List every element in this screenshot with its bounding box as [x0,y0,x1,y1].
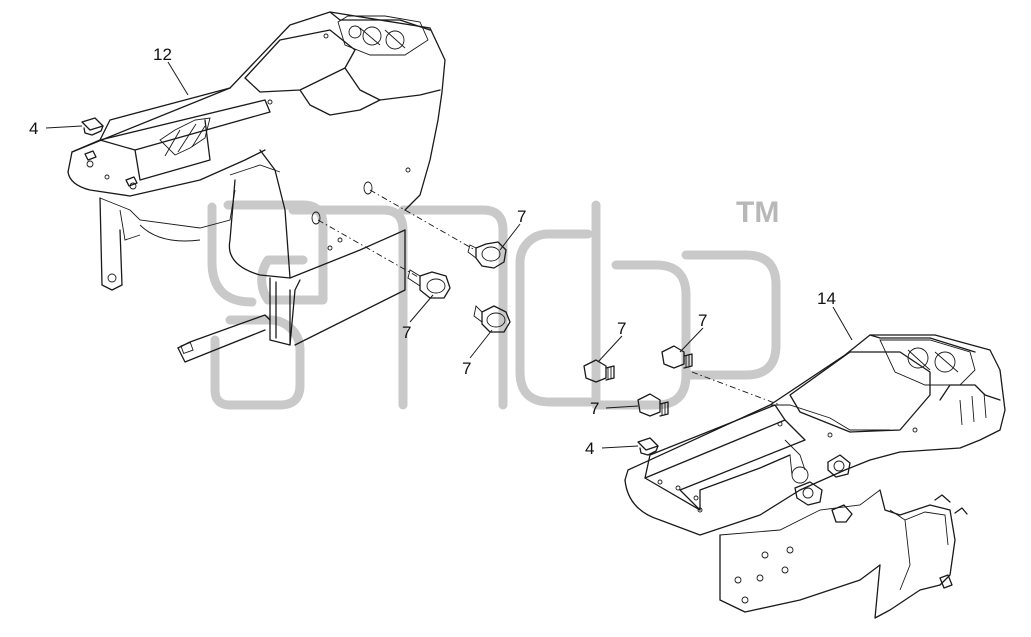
console-assembly-14 [624,334,1006,619]
leader-7-e [679,327,704,353]
clip-square-left-a [84,150,97,161]
leader-14 [832,306,853,341]
bolt-7-left-middle [407,269,451,299]
callout-12: 12 [153,45,172,64]
leader-7-a [499,223,521,251]
watermark-logo [207,200,781,410]
alignment-line-left-a [369,189,476,251]
callout-4-left: 4 [29,119,38,138]
console-assembly-12 [67,11,446,363]
callout-14: 14 [817,289,836,308]
bolt-7-left-upper [467,241,507,269]
leader-7-c [469,329,493,359]
trademark-mark: TM [736,196,779,229]
callout-7-b: 7 [402,323,411,342]
leader-7-d [597,335,623,363]
callout-7-f: 7 [590,399,599,418]
clip-part-4-right [637,437,659,456]
callout-4-right: 4 [585,439,594,458]
leader-7-f [605,405,639,409]
bolt-7-right-c [637,393,669,417]
leader-4-right [601,445,639,449]
clip-part-4-left [81,117,104,136]
bolt-7-right-b [661,345,693,369]
alignment-line-left-b [317,219,421,279]
alignment-line-right [691,371,781,406]
callout-7-a: 7 [517,207,526,226]
leader-12 [167,61,189,96]
leader-4-left [45,125,83,129]
clip-square-left-b [125,176,138,187]
leader-7-b [409,294,434,323]
callout-7-d: 7 [617,319,626,338]
callout-7-e: 7 [698,311,707,330]
bolt-7-left-lower [473,305,511,333]
bolt-7-right-a [583,359,615,383]
callout-7-c: 7 [462,359,471,378]
